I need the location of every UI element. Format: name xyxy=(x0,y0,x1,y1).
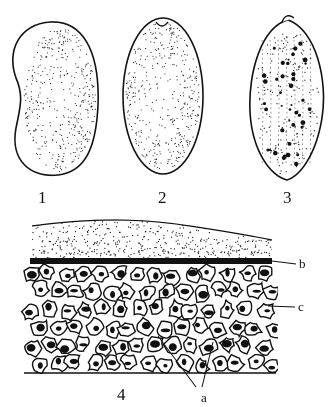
seed-1-outline xyxy=(13,22,98,175)
seed-1: 1 xyxy=(13,22,98,207)
callout-b-label: b xyxy=(299,256,306,271)
callout-c-label: c xyxy=(298,299,304,314)
seed-2: 2 xyxy=(123,18,203,207)
seed-3-label: 3 xyxy=(283,188,292,207)
callout-a-label: a xyxy=(201,390,207,405)
upper-layer-outline xyxy=(32,220,272,240)
section-4-label: 4 xyxy=(117,385,126,404)
dark-band xyxy=(30,258,272,264)
cell-layer xyxy=(22,264,283,374)
seed-3: 3 xyxy=(250,16,324,207)
seed-1-label: 1 xyxy=(38,188,47,207)
section-4: b c a 4 xyxy=(22,218,306,406)
upper-layer-stipple xyxy=(31,218,272,259)
leader-b xyxy=(272,261,296,264)
seed-2-label: 2 xyxy=(158,188,167,207)
